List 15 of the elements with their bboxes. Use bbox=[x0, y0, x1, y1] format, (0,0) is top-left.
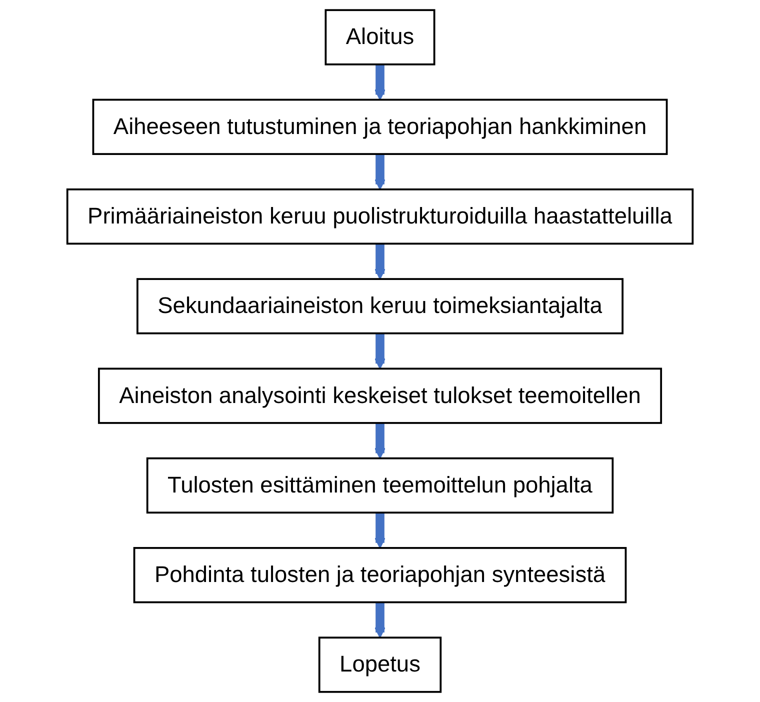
arrow bbox=[374, 422, 386, 459]
node-box: Tulosten esittäminen teemoittelun pohjalta bbox=[146, 457, 614, 514]
node-box: Sekundaariaineiston keruu toimeksiantajalta bbox=[136, 278, 624, 334]
node-box: Primääriaineiston keruu puolistrukturoiduilla haastatteluilla bbox=[66, 188, 694, 245]
arrow bbox=[374, 242, 386, 280]
node-box: Lopetus bbox=[318, 636, 442, 693]
arrow bbox=[374, 600, 386, 638]
arrow bbox=[374, 511, 386, 548]
arrow bbox=[374, 332, 386, 370]
arrow bbox=[374, 62, 386, 100]
node-box: Aloitus bbox=[324, 9, 436, 66]
node-box: Aiheeseen tutustuminen ja teoriapohjan hankkiminen bbox=[92, 98, 668, 155]
arrow bbox=[374, 152, 386, 190]
node-box: Aineiston analysointi keskeiset tulokset teemoitellen bbox=[98, 368, 662, 424]
node-box: Pohdinta tulosten ja teoriapohjan synteesistä bbox=[133, 547, 627, 604]
